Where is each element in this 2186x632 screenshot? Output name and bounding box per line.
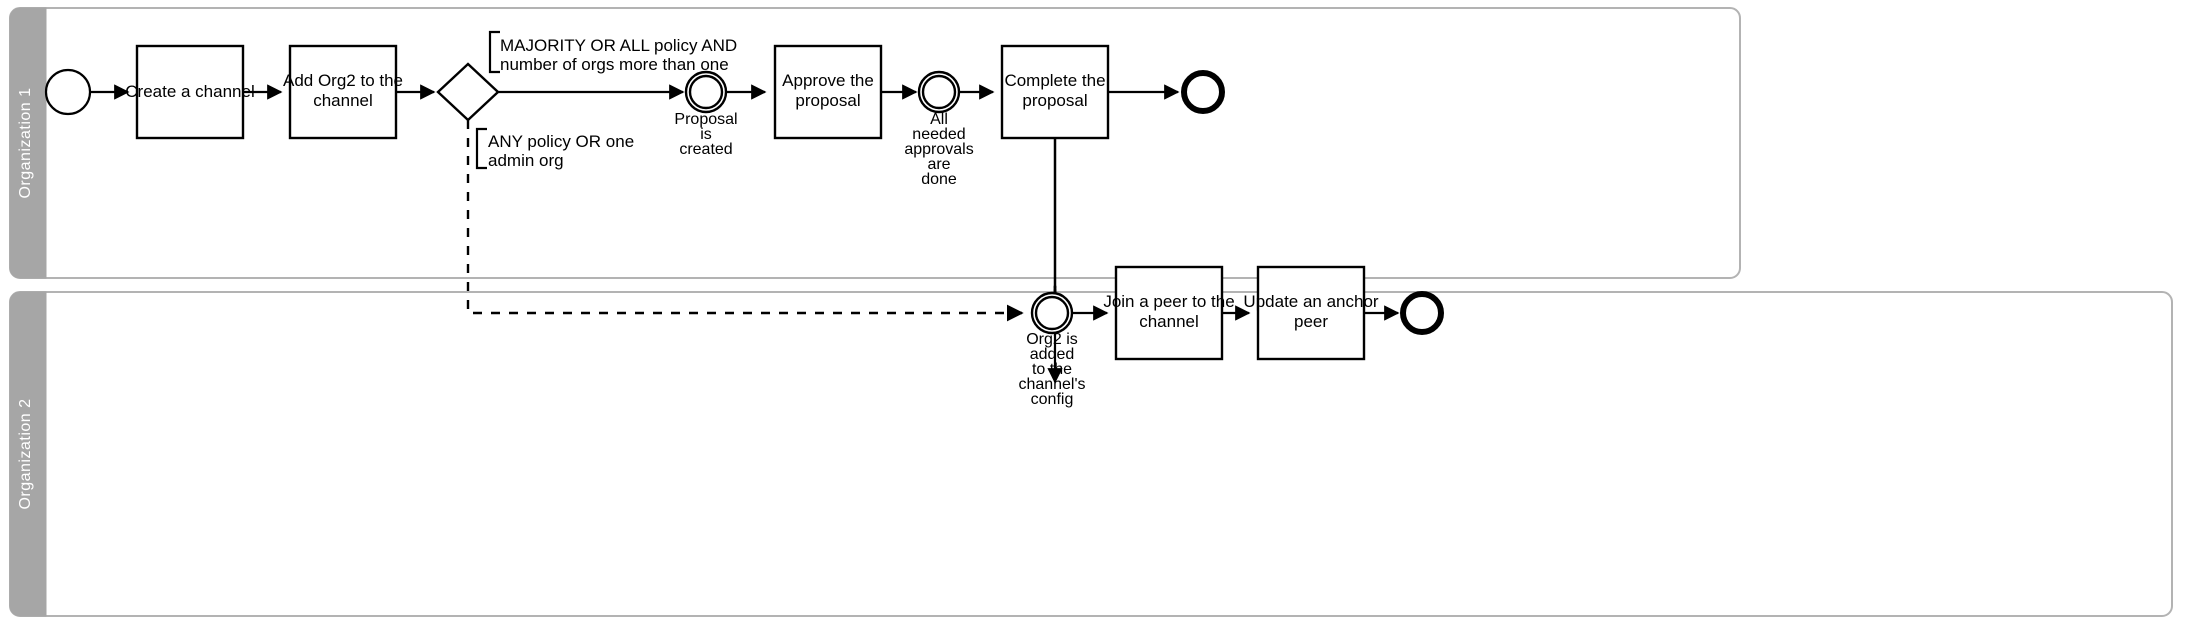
event-approvals-done-label-line-1: All	[930, 111, 948, 128]
end-event-org1-circle[interactable]	[1181, 70, 1225, 114]
event-org2-added-inner-circle	[1034, 295, 1070, 331]
event-org2-added-label-line-3: to the	[1032, 361, 1072, 378]
annotation-any-bracket	[475, 127, 487, 170]
task-join-peer-box[interactable]	[1114, 265, 1224, 361]
task-add-org2-label-line-2: channel	[313, 91, 373, 110]
annotation-any-policy: ANY policy OR one admin org	[475, 127, 634, 170]
pool-organization-1: Organization 1	[9, 7, 1741, 279]
end-event-org2-circle[interactable]	[1400, 291, 1444, 335]
task-create-channel-box[interactable]	[135, 44, 245, 140]
task-update-anchor-peer-box[interactable]	[1256, 265, 1366, 361]
event-approvals-done[interactable]: All needed approvals are done	[904, 70, 974, 188]
task-update-anchor-peer-label-line-1: Update an anchor	[1243, 292, 1378, 311]
event-approvals-done-label-line-3: approvals	[904, 141, 973, 158]
task-create-channel[interactable]: Create a channel	[125, 44, 255, 140]
event-proposal-created-label-line-3: created	[679, 141, 732, 158]
task-update-anchor-peer-label-line-2: peer	[1294, 312, 1328, 331]
annotation-any-line-1: ANY policy OR one	[488, 132, 634, 151]
annotation-majority-line-1: MAJORITY OR ALL policy AND	[500, 36, 737, 55]
task-join-peer[interactable]: Join a peer to the channel	[1103, 265, 1235, 361]
event-approvals-done-inner-circle	[921, 74, 957, 110]
task-approve-proposal-label-line-2: proposal	[795, 91, 860, 110]
event-approvals-done-label-line-5: done	[921, 171, 957, 188]
event-org2-added-label-line-5: config	[1031, 391, 1074, 408]
pool-2-header-band	[9, 291, 47, 617]
message-flow-gateway-to-org2-added	[466, 120, 1024, 322]
task-complete-proposal-label-line-2: proposal	[1022, 91, 1087, 110]
pool-1-label: Organization 1	[17, 87, 34, 198]
task-complete-proposal-box[interactable]	[1000, 44, 1110, 140]
event-approvals-done-label-line-2: needed	[912, 126, 965, 143]
event-proposal-created-inner-circle	[688, 74, 724, 110]
task-add-org2-box[interactable]	[288, 44, 398, 140]
end-event-org2[interactable]	[1400, 291, 1444, 335]
annotation-any-line-2: admin org	[488, 151, 564, 170]
event-approvals-done-label-line-4: are	[927, 156, 950, 173]
task-approve-proposal-label-line-1: Approve the	[782, 71, 874, 90]
event-proposal-created-label-line-1: Proposal	[674, 111, 737, 128]
task-add-org2[interactable]: Add Org2 to the channel	[283, 44, 403, 140]
event-proposal-created-label-line-2: is	[700, 126, 712, 143]
event-org2-added-label-line-1: Org2 is	[1026, 331, 1078, 348]
event-proposal-created[interactable]: Proposal is created	[674, 70, 738, 158]
end-event-org1[interactable]	[1181, 70, 1225, 114]
event-org2-added[interactable]: Org2 is added to the channel's config	[1018, 291, 1086, 408]
annotation-majority-bracket	[488, 30, 500, 74]
task-join-peer-label-line-1: Join a peer to the	[1103, 292, 1234, 311]
pool-1-header-band	[9, 7, 47, 279]
pool-2-label: Organization 2	[17, 398, 34, 509]
task-update-anchor-peer[interactable]: Update an anchor peer	[1243, 265, 1379, 361]
task-complete-proposal-label-line-1: Complete the	[1004, 71, 1105, 90]
pool-2-border	[9, 291, 2173, 617]
pool-organization-2: Organization 2	[9, 291, 2173, 617]
task-approve-proposal-box[interactable]	[773, 44, 883, 140]
task-complete-proposal[interactable]: Complete the proposal	[1000, 44, 1110, 140]
event-org2-added-label-line-4: channel's	[1018, 376, 1085, 393]
task-join-peer-label-line-2: channel	[1139, 312, 1199, 331]
task-approve-proposal[interactable]: Approve the proposal	[773, 44, 883, 140]
annotation-majority-policy: MAJORITY OR ALL policy AND number of org…	[488, 30, 737, 74]
task-add-org2-label-line-1: Add Org2 to the	[283, 71, 403, 90]
annotation-majority-line-2: number of orgs more than one	[500, 55, 729, 74]
start-event-circle[interactable]	[44, 68, 92, 116]
start-event-org1[interactable]	[44, 68, 92, 116]
event-org2-added-label-line-2: added	[1030, 346, 1075, 363]
task-create-channel-label: Create a channel	[125, 82, 254, 101]
